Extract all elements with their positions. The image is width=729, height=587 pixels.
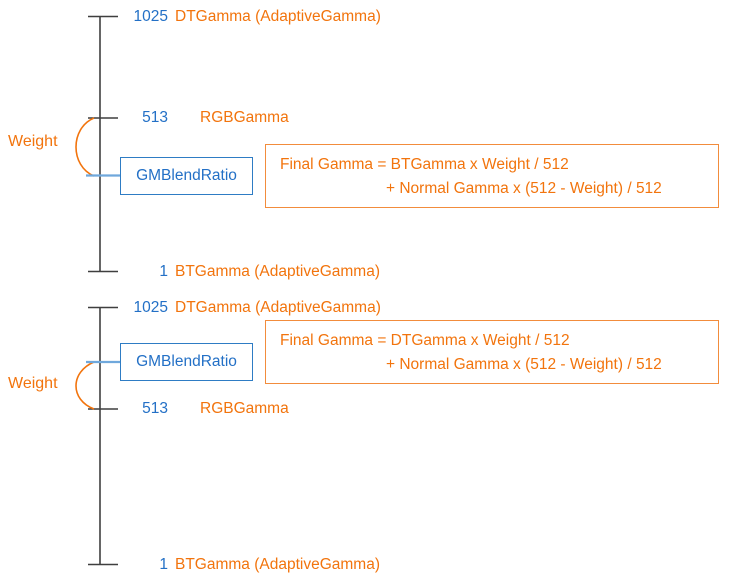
lower-gmblendratio-box[interactable]: GMBlendRatio	[120, 343, 253, 381]
lower-weight-brace	[75, 361, 95, 410]
upper-label-rgbgamma: RGBGamma	[200, 109, 289, 126]
upper-formula-line-1: Final Gamma = BTGamma x Weight / 512	[280, 156, 569, 173]
upper-value-1025: 1025	[133, 8, 168, 25]
upper-weight-brace	[75, 117, 95, 177]
upper-gmblendratio-box[interactable]: GMBlendRatio	[120, 157, 253, 195]
lower-formula-box: Final Gamma = DTGamma x Weight / 512 + N…	[265, 320, 719, 384]
upper-weight-label: Weight	[8, 133, 58, 150]
lower-formula-line-2: + Normal Gamma x (512 - Weight) / 512	[386, 356, 662, 374]
upper-label-btgamma: BTGamma (AdaptiveGamma)	[175, 263, 380, 280]
upper-gmblendratio-label: GMBlendRatio	[136, 167, 237, 184]
upper-label-dtgamma: DTGamma (AdaptiveGamma)	[175, 8, 381, 25]
lower-weight-label: Weight	[8, 375, 58, 392]
lower-label-dtgamma: DTGamma (AdaptiveGamma)	[175, 299, 381, 316]
lower-gmblendratio-label: GMBlendRatio	[136, 353, 237, 370]
upper-formula-box: Final Gamma = BTGamma x Weight / 512 + N…	[265, 144, 719, 208]
lower-value-513: 513	[142, 400, 168, 417]
upper-value-513: 513	[142, 109, 168, 126]
lower-formula-line-1: Final Gamma = DTGamma x Weight / 512	[280, 332, 570, 349]
lower-label-rgbgamma: RGBGamma	[200, 400, 289, 417]
upper-value-1: 1	[159, 263, 168, 280]
lower-label-btgamma: BTGamma (AdaptiveGamma)	[175, 556, 380, 573]
upper-formula-line-2: + Normal Gamma x (512 - Weight) / 512	[386, 180, 662, 198]
lower-value-1: 1	[159, 556, 168, 573]
lower-value-1025: 1025	[133, 299, 168, 316]
